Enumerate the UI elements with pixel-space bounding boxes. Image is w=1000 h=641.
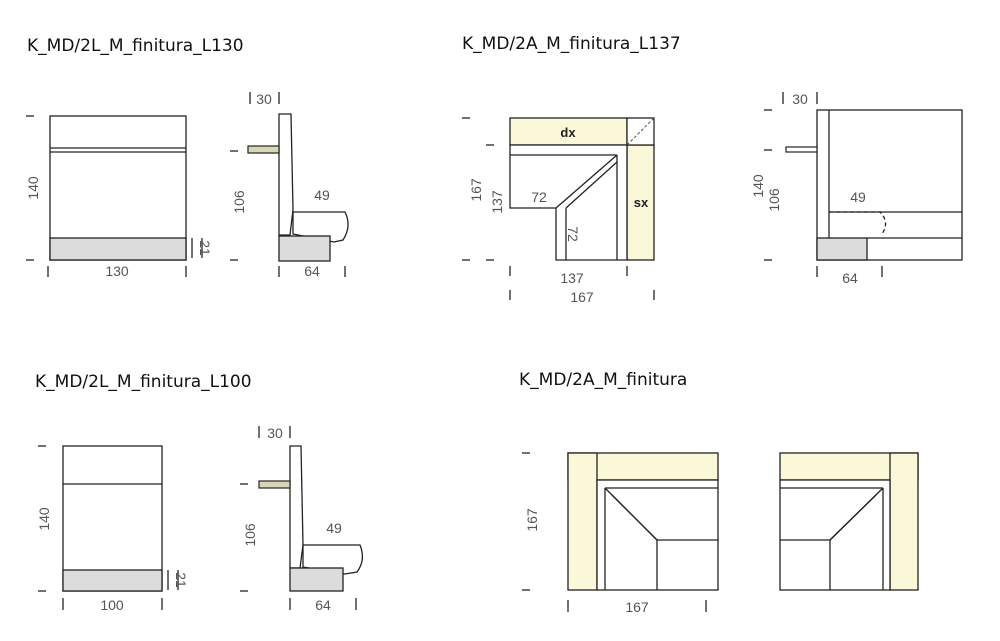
- label-sx: sx: [634, 195, 649, 210]
- side-view-l100: 30 106 49 64: [240, 425, 364, 613]
- dim-167-vertical: 167: [524, 508, 540, 532]
- seat-cushion: [302, 544, 364, 575]
- dim-106: 106: [766, 188, 782, 212]
- wall-bracket: [247, 145, 280, 154]
- dim-64: 64: [315, 597, 331, 613]
- dim-30: 30: [792, 91, 808, 107]
- corner-plan-right: [779, 452, 919, 591]
- backrest-front: [62, 445, 163, 592]
- dim-height-140: 140: [36, 507, 52, 531]
- dim-width-130: 130: [105, 263, 129, 279]
- dim-106: 106: [242, 523, 258, 547]
- wall-bracket: [258, 480, 291, 489]
- seat-base-side: [289, 567, 344, 592]
- backrest-sx: [626, 144, 655, 261]
- dim-64: 64: [304, 263, 320, 279]
- front-view-l100: 140 100 21: [36, 445, 189, 613]
- dim-72-vertical: 72: [565, 226, 581, 242]
- dim-137-vertical: 137: [489, 190, 505, 214]
- title-k-md-2a-l137: K_MD/2A_M_finitura_L137: [462, 34, 681, 54]
- backrest-side: [289, 445, 304, 569]
- corner-plan-left: 167 167: [522, 452, 719, 615]
- dim-167-horizontal: 167: [570, 289, 594, 305]
- backrest-front: [49, 115, 187, 261]
- dim-height-140: 140: [25, 176, 41, 200]
- seat-base: [49, 237, 187, 261]
- dim-width-100: 100: [100, 597, 124, 613]
- seat-base-side: [278, 235, 331, 262]
- title-k-md-2a: K_MD/2A_M_finitura: [519, 370, 688, 390]
- dim-64: 64: [842, 270, 858, 286]
- dim-49: 49: [850, 189, 866, 205]
- dim-seat-21: 21: [197, 240, 213, 256]
- side-view-l137: 30 140 106 49 64: [750, 91, 963, 286]
- dim-106: 106: [231, 190, 247, 214]
- corner-seat: [509, 144, 628, 261]
- label-dx: dx: [560, 125, 576, 140]
- dim-72-horizontal: 72: [531, 189, 547, 205]
- dim-seat-21: 21: [173, 572, 189, 588]
- corner-plan-l137: dx sx 167 137 72 72 137 167: [462, 117, 655, 305]
- dim-49: 49: [326, 520, 342, 536]
- side-view-l130: 30 106 49 64: [230, 91, 349, 279]
- backrest-panel: [816, 109, 963, 261]
- dim-140: 140: [750, 174, 766, 198]
- dim-137-horizontal: 137: [560, 270, 584, 286]
- dim-30: 30: [256, 91, 272, 107]
- dim-167-horizontal: 167: [625, 599, 649, 615]
- seat-base-side: [816, 237, 868, 261]
- wall-bracket: [785, 146, 818, 153]
- backrest-side: [278, 113, 294, 236]
- backrest-dx: [509, 117, 628, 146]
- title-k-md-2l-l100: K_MD/2L_M_finitura_L100: [35, 372, 252, 392]
- dim-167-vertical: 167: [468, 178, 484, 202]
- seat-cushion: [292, 211, 349, 243]
- dim-30: 30: [267, 425, 283, 441]
- seat-base: [62, 569, 163, 592]
- dim-49: 49: [314, 187, 330, 203]
- front-view-l130: 140 130 21: [25, 115, 213, 279]
- backrest-left: [567, 452, 598, 591]
- backrest-right: [889, 452, 919, 591]
- title-k-md-2l-l130: K_MD/2L_M_finitura_L130: [27, 36, 244, 56]
